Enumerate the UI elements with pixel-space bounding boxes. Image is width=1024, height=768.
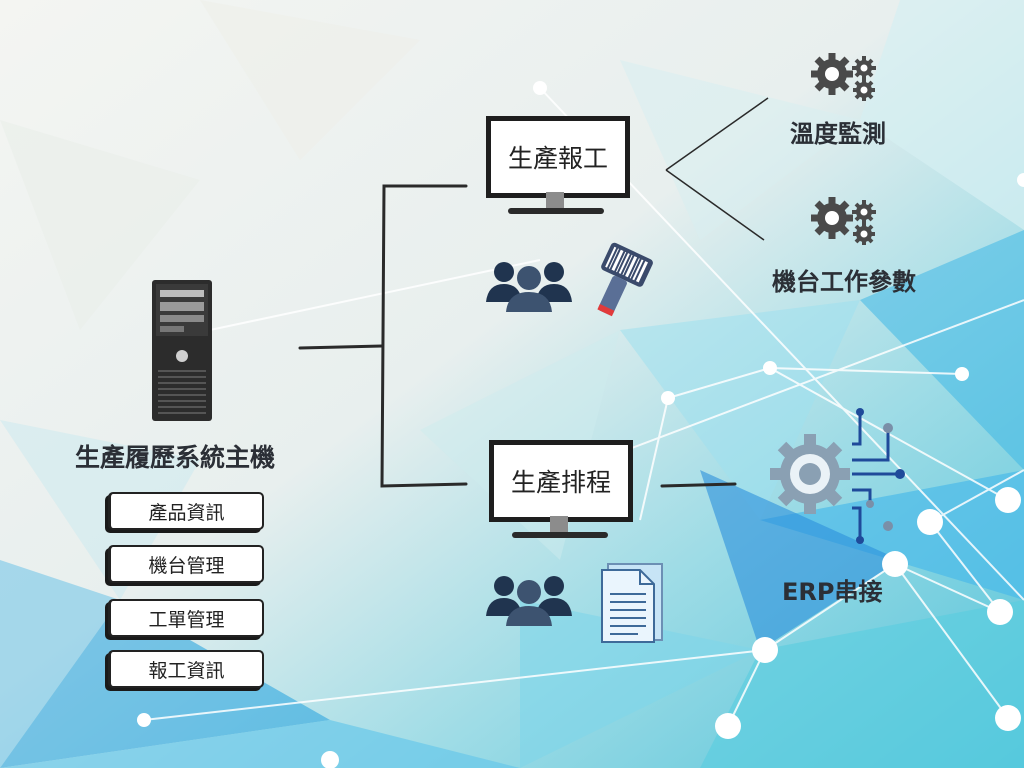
machine-params-label: 機台工作參數: [772, 268, 916, 296]
people-group-icon: [486, 262, 572, 312]
menu-machine-management-button[interactable]: 機台管理: [108, 545, 264, 583]
circuit-gear-icon: [770, 408, 905, 544]
barcode-scanner-icon: [597, 242, 653, 317]
temperature-label: 溫度監測: [790, 120, 886, 148]
gears-icon: [811, 197, 876, 245]
monitor-stand-icon: [508, 192, 604, 214]
people-group-icon: [486, 576, 572, 626]
menu-report-info-button[interactable]: 報工資訊: [108, 650, 264, 688]
document-icon: [601, 563, 663, 643]
monitor-schedule-label: 生產排程: [489, 440, 633, 522]
gears-icon: [811, 53, 876, 101]
menu-work-order-button[interactable]: 工單管理: [108, 599, 264, 637]
menu-product-info-button[interactable]: 產品資訊: [108, 492, 264, 530]
host-title: 生產履歷系統主機: [75, 443, 276, 472]
server-tower-icon: [150, 278, 214, 423]
monitor-stand-icon: [512, 516, 608, 538]
erp-label: ERP串接: [782, 578, 883, 606]
monitor-report-label: 生產報工: [486, 116, 630, 198]
